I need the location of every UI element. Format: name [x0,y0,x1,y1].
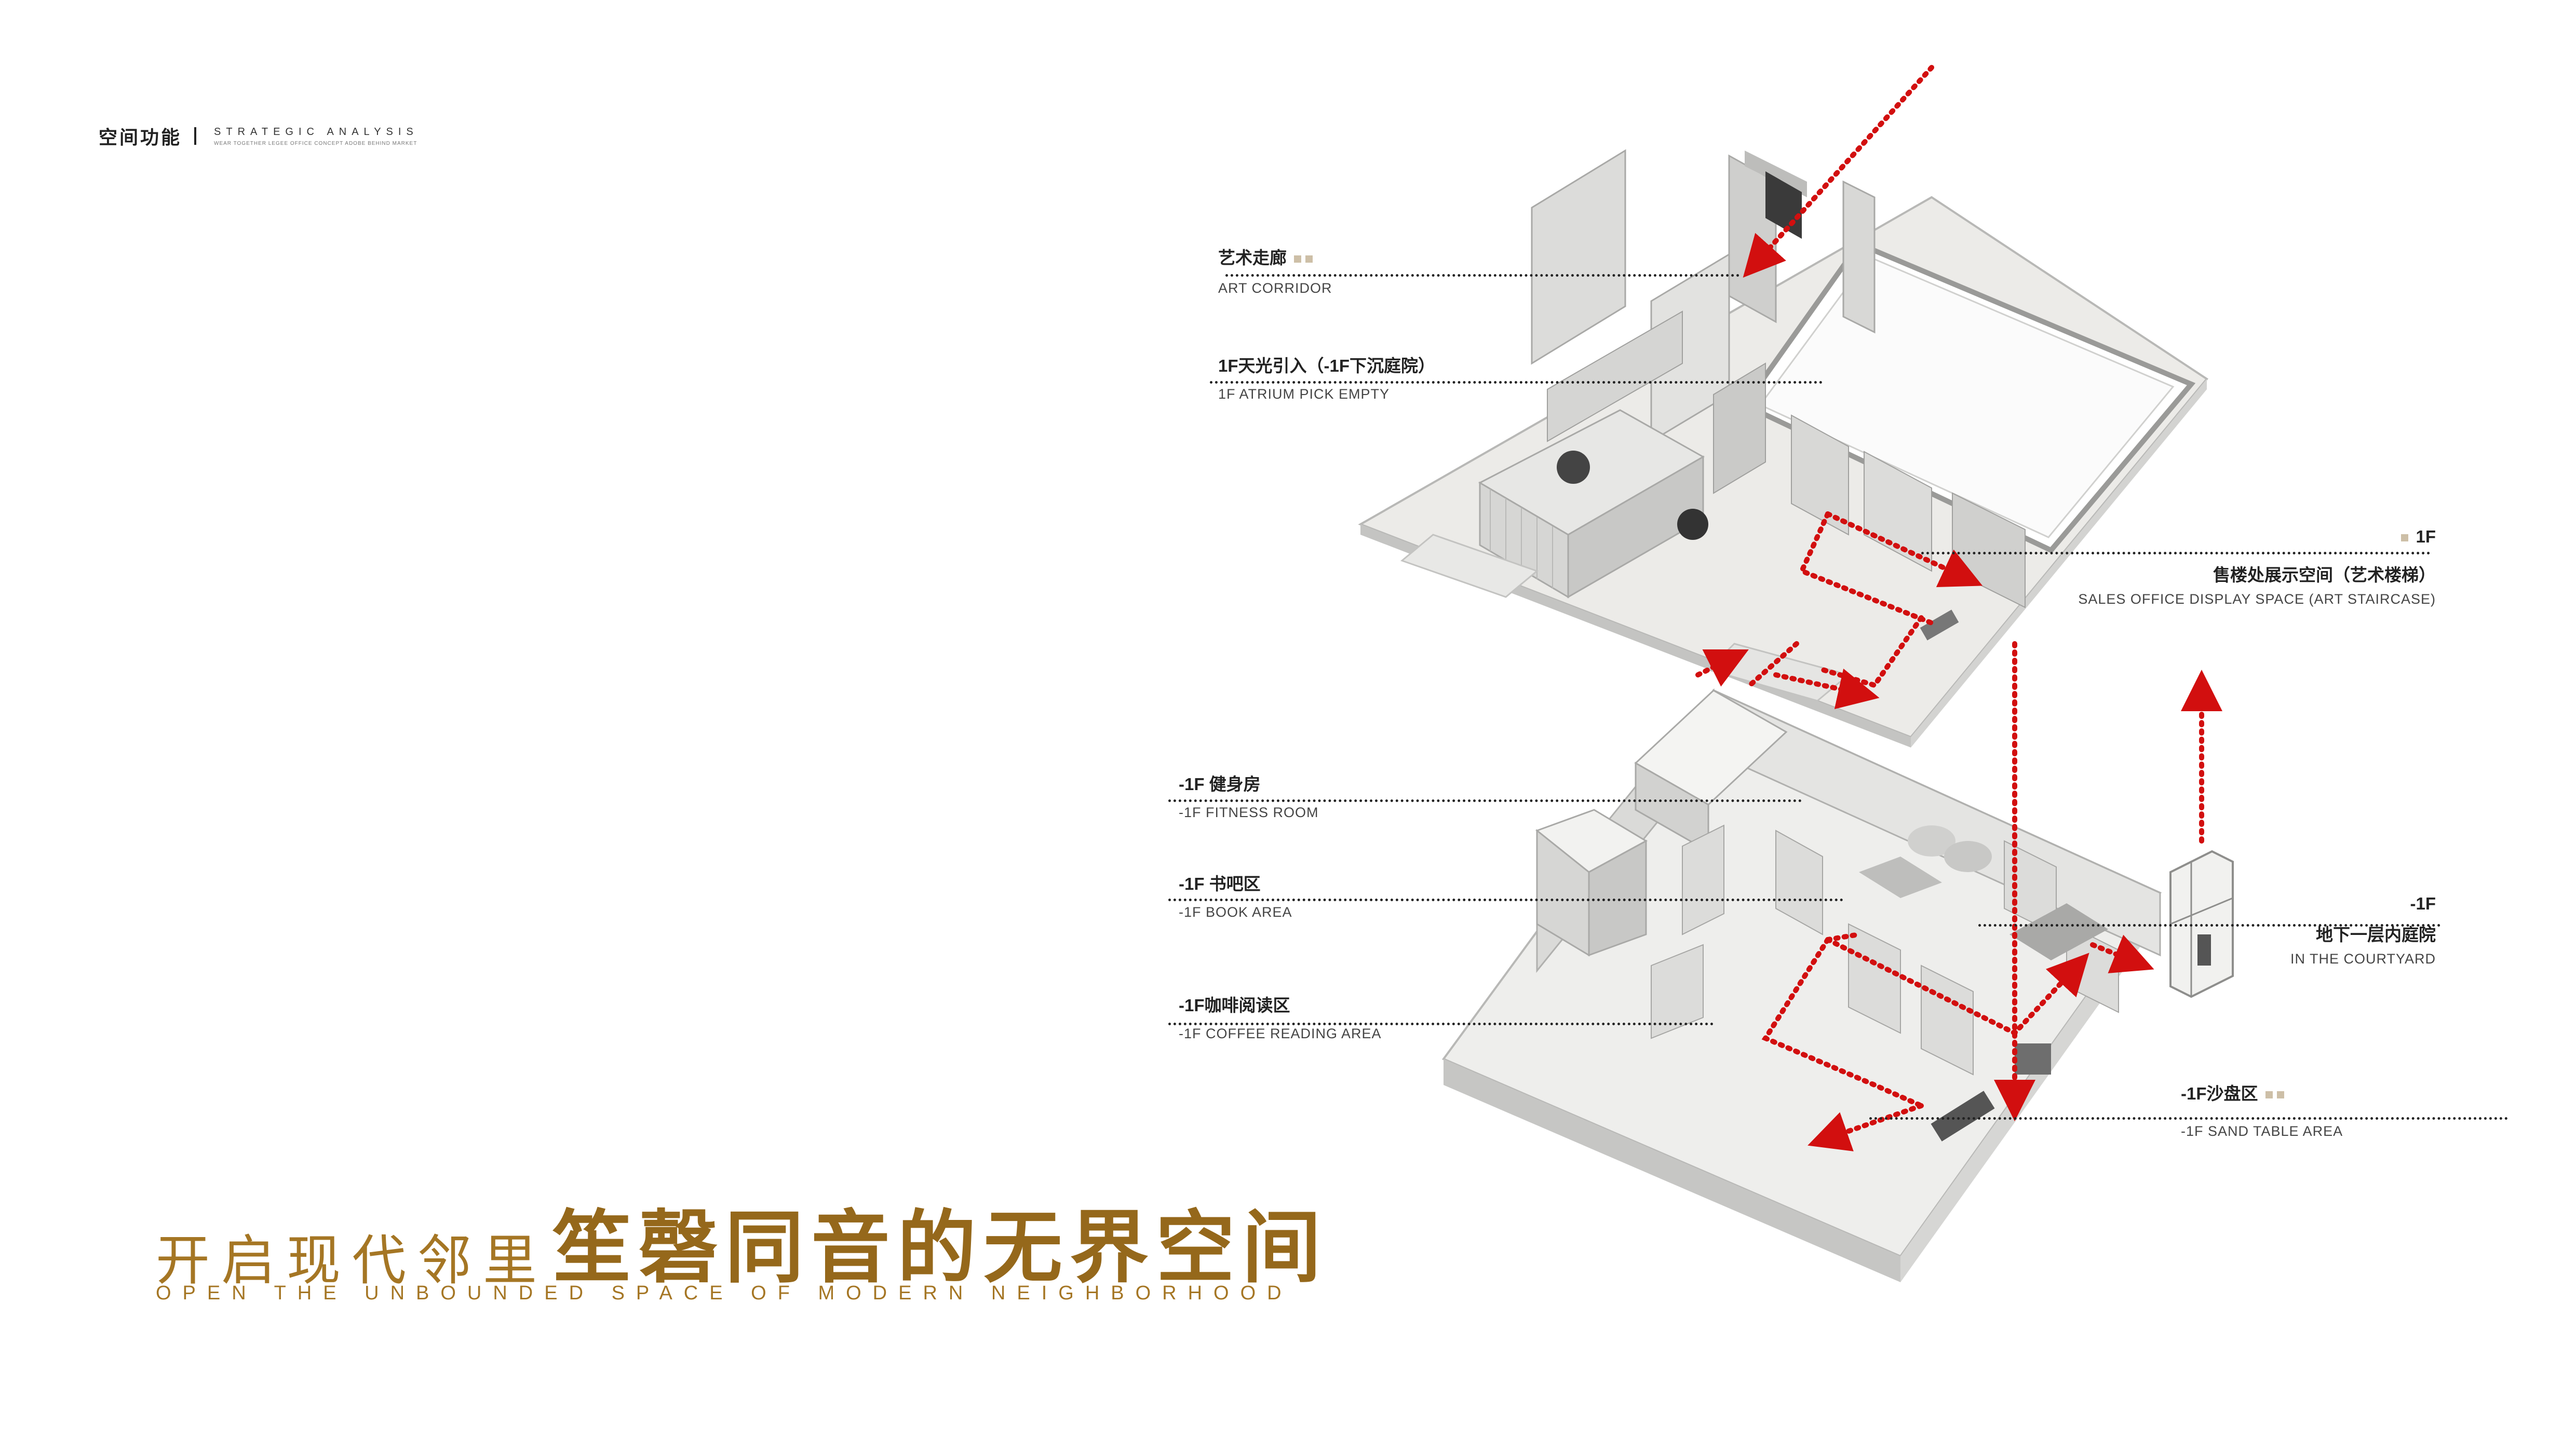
label-art-corridor: 艺术走廊 ART CORRIDOR [1218,244,1332,296]
arrow-upper-4 [1747,641,1799,688]
arrow-upper-2 [1798,511,1934,626]
label-courtyard-level: -1F [2410,894,2436,913]
arrow-down-left [1695,649,1749,687]
label-art-corridor-cn: 艺术走廊 [1218,248,1287,267]
label-sales-office-cn: 售楼处展示空间（艺术楼梯） [2213,565,2436,585]
label-courtyard-cn: 地下一层内庭院 [2316,925,2436,944]
label-sales-office-level: 1F [2416,527,2436,546]
label-coffee: -1F咖啡阅读区 -1F COFFEE READING AREA [1179,992,1382,1042]
leader-courtyard [1978,924,2440,927]
title-part-1: 开启现代邻里 [156,1229,549,1292]
label-atrium-cn: 1F天光引入（-1F下沉庭院） [1218,356,1436,375]
marker-square [1294,255,1301,263]
label-book-en: -1F BOOK AREA [1179,904,1292,920]
marker-square [2276,1091,2284,1099]
section-header: 空间功能 STRATEGIC ANALYSIS WEAR TOGETHER LE… [99,123,419,150]
lower-floor-model [1441,688,2234,1282]
circulation-arrows [1695,65,2222,1151]
upper-floor-model [1358,149,2208,748]
marker-square [2401,534,2409,542]
section-title-en: STRATEGIC ANALYSIS [214,126,419,138]
arrow-upper-1 [1825,511,1983,588]
arrow-entry [1743,65,1934,278]
label-sales-office: 1F 售楼处展示空间（艺术楼梯） SALES OFFICE DISPLAY SP… [2078,527,2436,607]
leader-coffee [1168,1023,1714,1025]
label-fitness-cn: -1F 健身房 [1179,775,1261,794]
marker-square [2265,1091,2273,1099]
label-atrium-en: 1F ATRIUM PICK EMPTY [1218,386,1390,402]
label-atrium: 1F天光引入（-1F下沉庭院） 1F ATRIUM PICK EMPTY [1218,352,1435,402]
label-coffee-cn: -1F咖啡阅读区 [1179,996,1290,1015]
label-fitness-en: -1F FITNESS ROOM [1179,805,1319,820]
arrow-lower-1 [1761,937,1924,1108]
leader-art-corridor [1225,274,1739,277]
header-divider [194,127,197,145]
leader-book [1168,899,1843,901]
arrow-upper-5 [1773,668,1880,710]
label-book: -1F 书吧区 -1F BOOK AREA [1179,870,1292,920]
title-part-2: 笙磬同音的无界空间 [552,1202,1329,1294]
arrow-lower-5 [2090,934,2154,973]
main-title: 开启现代邻里 笙磬同音的无界空间 [156,1184,1328,1298]
leader-fitness [1168,799,1802,802]
leader-sales-office [1921,552,2430,554]
leader-atrium [1210,381,1823,384]
marker-square [1305,255,1313,263]
section-title-en-block: STRATEGIC ANALYSIS WEAR TOGETHER LEGEE O… [214,126,419,146]
label-art-corridor-en: ART CORRIDOR [1218,280,1332,296]
label-sand-table: -1F沙盘区 -1F SAND TABLE AREA [2181,1080,2343,1139]
label-sand-table-cn: -1F沙盘区 [2181,1084,2258,1103]
label-sales-office-en: SALES OFFICE DISPLAY SPACE (ART STAIRCAS… [2078,591,2436,607]
label-courtyard: -1F 地下一层内庭院 IN THE COURTYARD [2290,894,2436,967]
label-book-cn: -1F 书吧区 [1179,874,1261,893]
label-sand-table-en: -1F SAND TABLE AREA [2181,1123,2343,1139]
arrow-lower-2 [1825,937,2089,1037]
label-fitness: -1F 健身房 -1F FITNESS ROOM [1179,770,1319,821]
label-courtyard-en: IN THE COURTYARD [2290,951,2436,967]
section-title-cn: 空间功能 [99,127,182,148]
label-coffee-en: -1F COFFEE READING AREA [1179,1026,1382,1041]
title-english: OPEN THE UNBOUNDED SPACE OF MODERN NEIGH… [156,1282,1293,1304]
leader-sand-table [1869,1117,2508,1120]
section-subtitle-en: WEAR TOGETHER LEGEE OFFICE CONCEPT ADOBE… [214,140,417,146]
arrow-lower-4 [1808,1103,1924,1151]
arrow-lower-3 [1825,932,1862,942]
